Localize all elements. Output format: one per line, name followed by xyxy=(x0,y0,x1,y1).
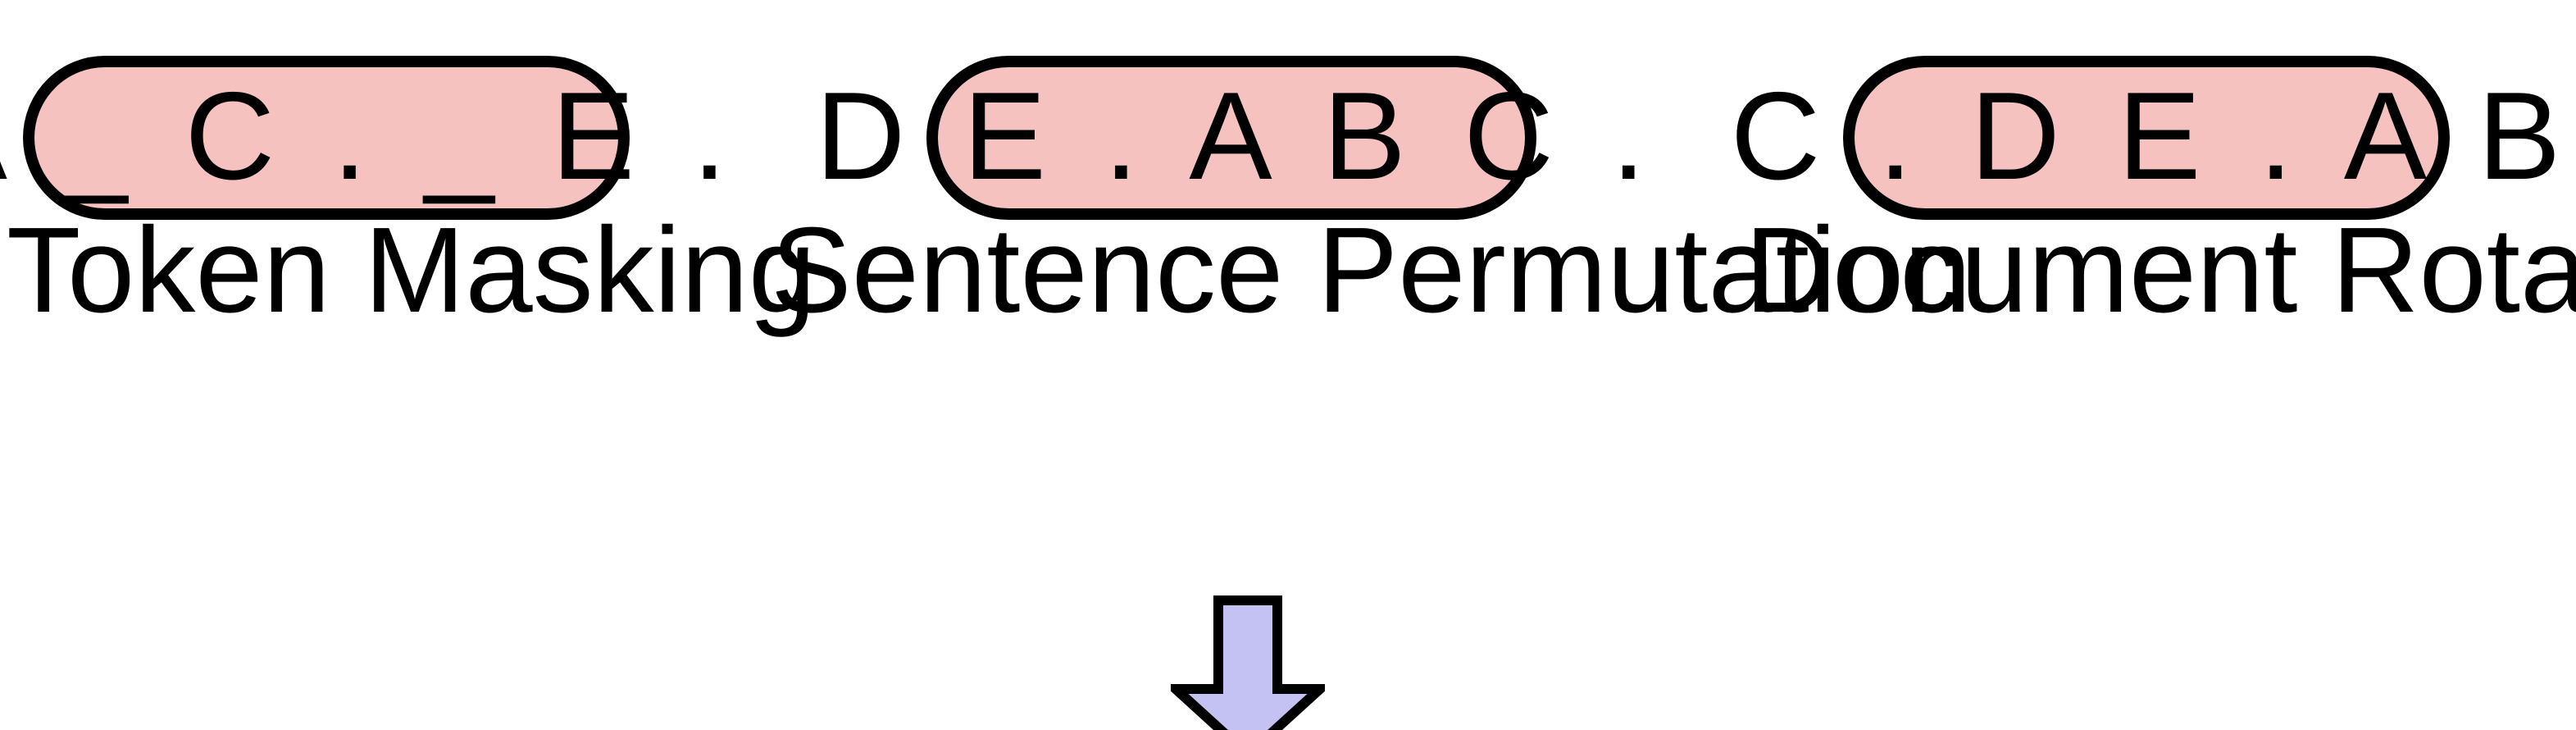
node-token-masking: A _ C . _ E . xyxy=(0,56,727,220)
node-document-rotation: C . D E . A B xyxy=(1731,56,2560,220)
arrow-down-icon xyxy=(1171,595,1325,730)
caption-sentence-permutation: Sentence Permutation xyxy=(771,202,1972,338)
caption-document-rotation: Document Rotation xyxy=(1745,202,2576,338)
node-sentence-permutation-text: D E . A B C . xyxy=(815,67,1658,207)
node-document-rotation-text: C . D E . A B xyxy=(1730,67,2573,207)
caption-token-masking: Token Masking xyxy=(7,202,817,338)
node-token-masking-text: A _ C . _ E . xyxy=(0,67,739,207)
node-sentence-permutation: D E . A B C . xyxy=(816,56,1645,220)
